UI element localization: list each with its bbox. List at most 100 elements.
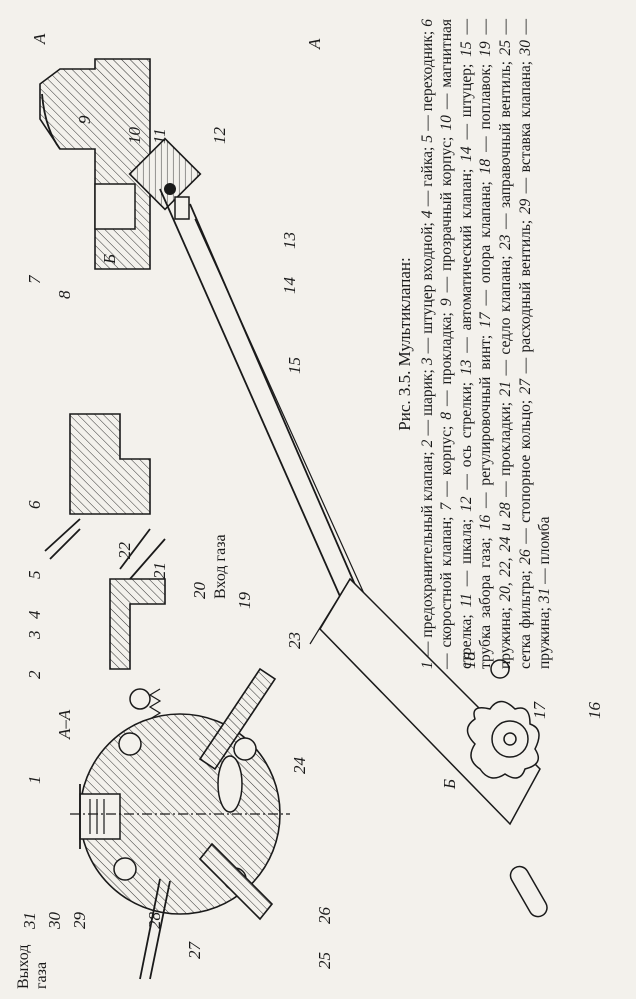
valve-assembly (39, 58, 548, 918)
callout-7: 7 (25, 274, 44, 284)
callout-1: 1 (25, 776, 44, 785)
caption-item: 17 — опора клапана; (477, 174, 495, 328)
filter-25 (509, 865, 548, 918)
caption-item-number: 4 (418, 210, 436, 219)
housing-7 (39, 58, 151, 270)
callout-15: 15 (285, 357, 304, 374)
velocity-valve-detail (69, 413, 151, 515)
caption-item: 21 — седло клапана; (496, 249, 514, 397)
caption-item: 20, 22, 24 и 28 — прокладки; (496, 396, 514, 602)
callout-30: 30 (45, 912, 64, 931)
figure-caption: Рис. 3.5. Мультиклапан: 1 — предохраните… (395, 19, 555, 669)
section-label: А–А (55, 709, 74, 740)
caption-item-number: 1 (418, 661, 436, 669)
caption-item: 31 — пломба (536, 516, 554, 604)
caption-item-number: 20, 22, 24 и 28 (496, 502, 514, 602)
callout-5: 5 (25, 571, 44, 580)
callout-18: 18 (460, 652, 479, 670)
caption-item: 29 — вставка клапана; (516, 55, 534, 215)
fitting-14 (174, 196, 190, 220)
caption-item-number: 10 (438, 115, 456, 131)
channel (217, 755, 243, 813)
caption-item-number: 30 (516, 39, 534, 56)
caption-item-number: 23 (496, 234, 514, 250)
caption-item-number: 11 (457, 593, 475, 608)
gas-outlet-label-2: газа (33, 962, 50, 989)
section-a-a (70, 528, 290, 980)
caption-item-number: 15 (457, 41, 475, 57)
outlet-valve (198, 842, 274, 921)
caption-item: 16 — регулировочный винт; (477, 327, 495, 531)
callout-20: 20 (190, 582, 209, 600)
caption-legend: 1 — предохранительный клапан; 2 — шарик;… (418, 19, 555, 669)
caption-item: 5 — переходник; (418, 26, 436, 143)
caption-item: 2 — шарик; (418, 365, 436, 448)
caption-item-number: 26 (516, 549, 534, 565)
view-b-arrow-label: Б (100, 254, 119, 265)
caption-item-number: 12 (457, 496, 475, 512)
callout-27: 27 (185, 941, 204, 960)
ball-valve (164, 183, 176, 195)
gas-outlet-pipe (139, 878, 161, 980)
caption-item-number: 16 (477, 514, 495, 531)
callout-8: 8 (55, 290, 74, 299)
caption-item-number: 17 (477, 312, 495, 328)
callout-6: 6 (25, 500, 44, 509)
callout-16: 16 (585, 702, 604, 720)
gas-outlet-label-1: Выход (15, 945, 32, 990)
callout-11: 11 (150, 128, 169, 144)
caption-item: 7 — корпус; (438, 419, 456, 511)
view-b-label: Б (440, 779, 459, 790)
caption-item: 3 — штуцер входной; (418, 218, 436, 366)
bolt-hole (113, 857, 137, 881)
caption-item: 13 — автоматический клапан; (457, 161, 475, 376)
caption-item-number: 2 (418, 439, 436, 448)
callout-23: 23 (285, 632, 304, 649)
callout-17: 17 (530, 701, 549, 720)
callout-22: 22 (115, 542, 134, 560)
filling-valve (198, 667, 277, 771)
caption-item: 1 — предохранительный клапан; (418, 447, 436, 669)
caption-item: 26 — стопорное кольцо; (516, 394, 534, 565)
adapter-elbow (109, 578, 166, 670)
callout-3: 3 (25, 631, 44, 641)
caption-item-number: 8 (438, 411, 456, 420)
cut-marker-left: А (30, 33, 49, 45)
callout-28: 28 (145, 912, 164, 930)
caption-item: 23 — заправочный вентиль; (496, 55, 514, 250)
caption-item: 14 — штуцер; (457, 56, 475, 162)
spring-19 (148, 688, 162, 720)
callout-12: 12 (210, 127, 229, 145)
caption-item: 8 — прокладка; (438, 306, 456, 420)
caption-item: 27 — расходный вентиль; (516, 214, 534, 395)
caption-item-number: 18 (477, 158, 495, 175)
safety-valve (79, 793, 121, 840)
bolt-hole (233, 737, 257, 761)
transparent-cover (41, 93, 61, 150)
caption-item-number: 3 (418, 357, 436, 366)
bolt-hole (118, 732, 142, 756)
caption-item: 9 — прозрачный корпус; (438, 130, 456, 307)
callout-29: 29 (70, 912, 89, 930)
caption-item: 12 — ось стрелки; (457, 375, 475, 512)
safety-valve-spring (89, 799, 105, 834)
callout-10: 10 (125, 127, 144, 145)
caption-item: 18 — поплавок; (477, 56, 495, 175)
caption-item-number: 21 (496, 381, 514, 397)
callout-13: 13 (280, 232, 299, 249)
callout-21: 21 (150, 562, 169, 579)
cut-marker-right: А (305, 38, 324, 50)
caption-item-number: 7 (438, 502, 456, 511)
callout-24: 24 (290, 757, 309, 775)
callout-14: 14 (280, 277, 299, 295)
gas-tube (159, 188, 351, 620)
caption-item: 11 — шкала; (457, 511, 475, 608)
valve-insert (94, 183, 136, 230)
caption-item-number: 27 (516, 378, 534, 395)
caption-item-number: 6 (418, 19, 436, 27)
caption-item-number: 29 (516, 198, 534, 215)
gas-inlet-pipe (129, 538, 166, 580)
caption-item-number: 5 (418, 134, 436, 143)
